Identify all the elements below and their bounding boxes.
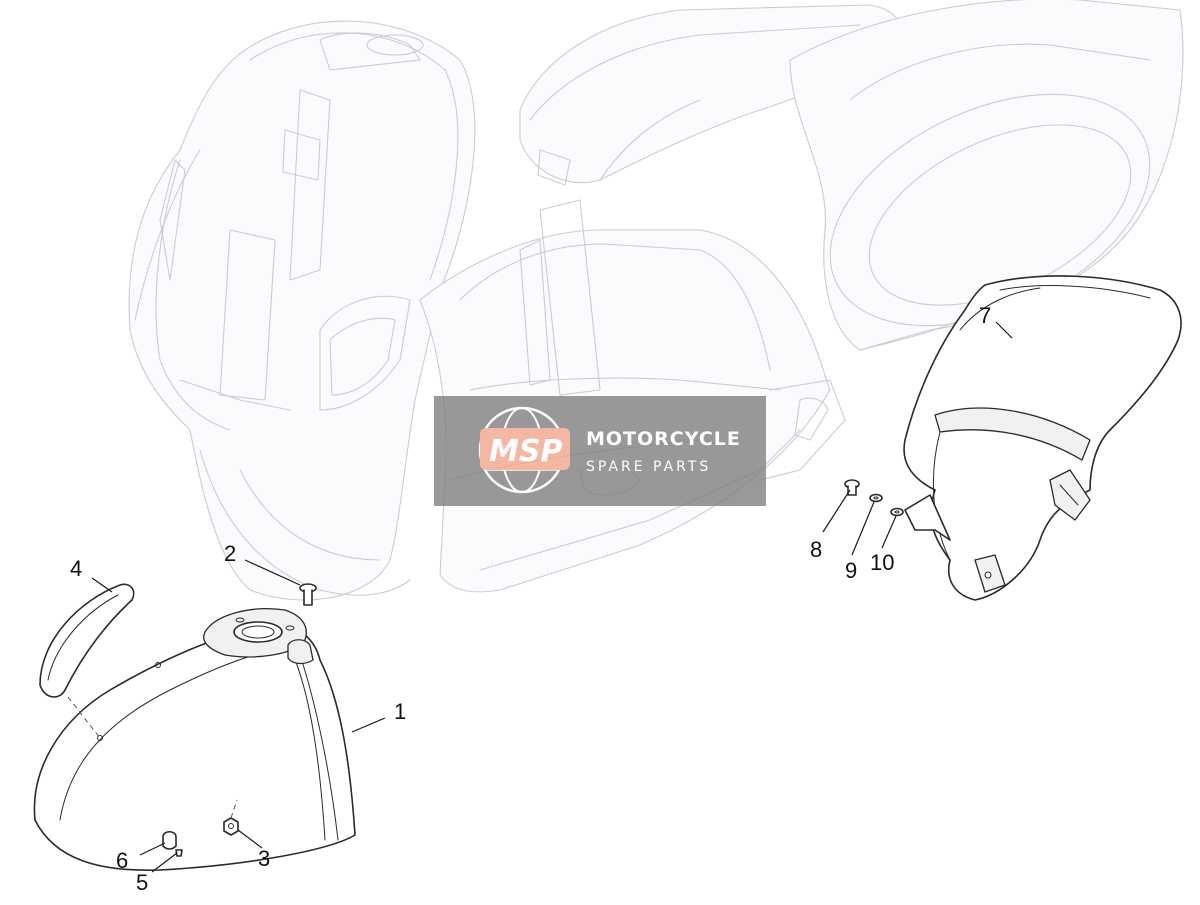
screw-part-8 — [844, 479, 860, 496]
cap-part-6 — [162, 830, 177, 850]
nut-part-3 — [223, 799, 239, 836]
callout-labels: 1 2 3 4 5 6 7 8 9 10 — [70, 303, 991, 895]
msp-watermark: MSP MOTORCYCLE SPARE PARTS — [434, 396, 766, 506]
callout-4: 4 — [70, 556, 82, 581]
callout-2: 2 — [224, 541, 236, 566]
screw-part-2 — [299, 583, 317, 606]
front-mudguard — [33, 608, 356, 872]
mudguard-trim — [39, 583, 135, 698]
callout-1: 1 — [394, 699, 406, 724]
callout-9: 9 — [845, 558, 857, 583]
callout-10: 10 — [870, 550, 894, 575]
msp-logo-text: MSP — [489, 434, 562, 469]
callout-8: 8 — [810, 537, 822, 562]
rear-mudguard — [903, 275, 1182, 601]
msp-logo-box — [480, 428, 570, 470]
callout-3: 3 — [258, 846, 270, 871]
watermark-line-2: SPARE PARTS — [586, 459, 711, 475]
washer-part-9 — [869, 493, 883, 503]
washer-part-10 — [890, 507, 904, 517]
watermark-line-1: MOTORCYCLE — [586, 428, 741, 450]
callout-7: 7 — [979, 303, 991, 328]
callout-5: 5 — [136, 870, 148, 895]
leader-lines — [91, 321, 1013, 873]
callout-6: 6 — [116, 848, 128, 873]
